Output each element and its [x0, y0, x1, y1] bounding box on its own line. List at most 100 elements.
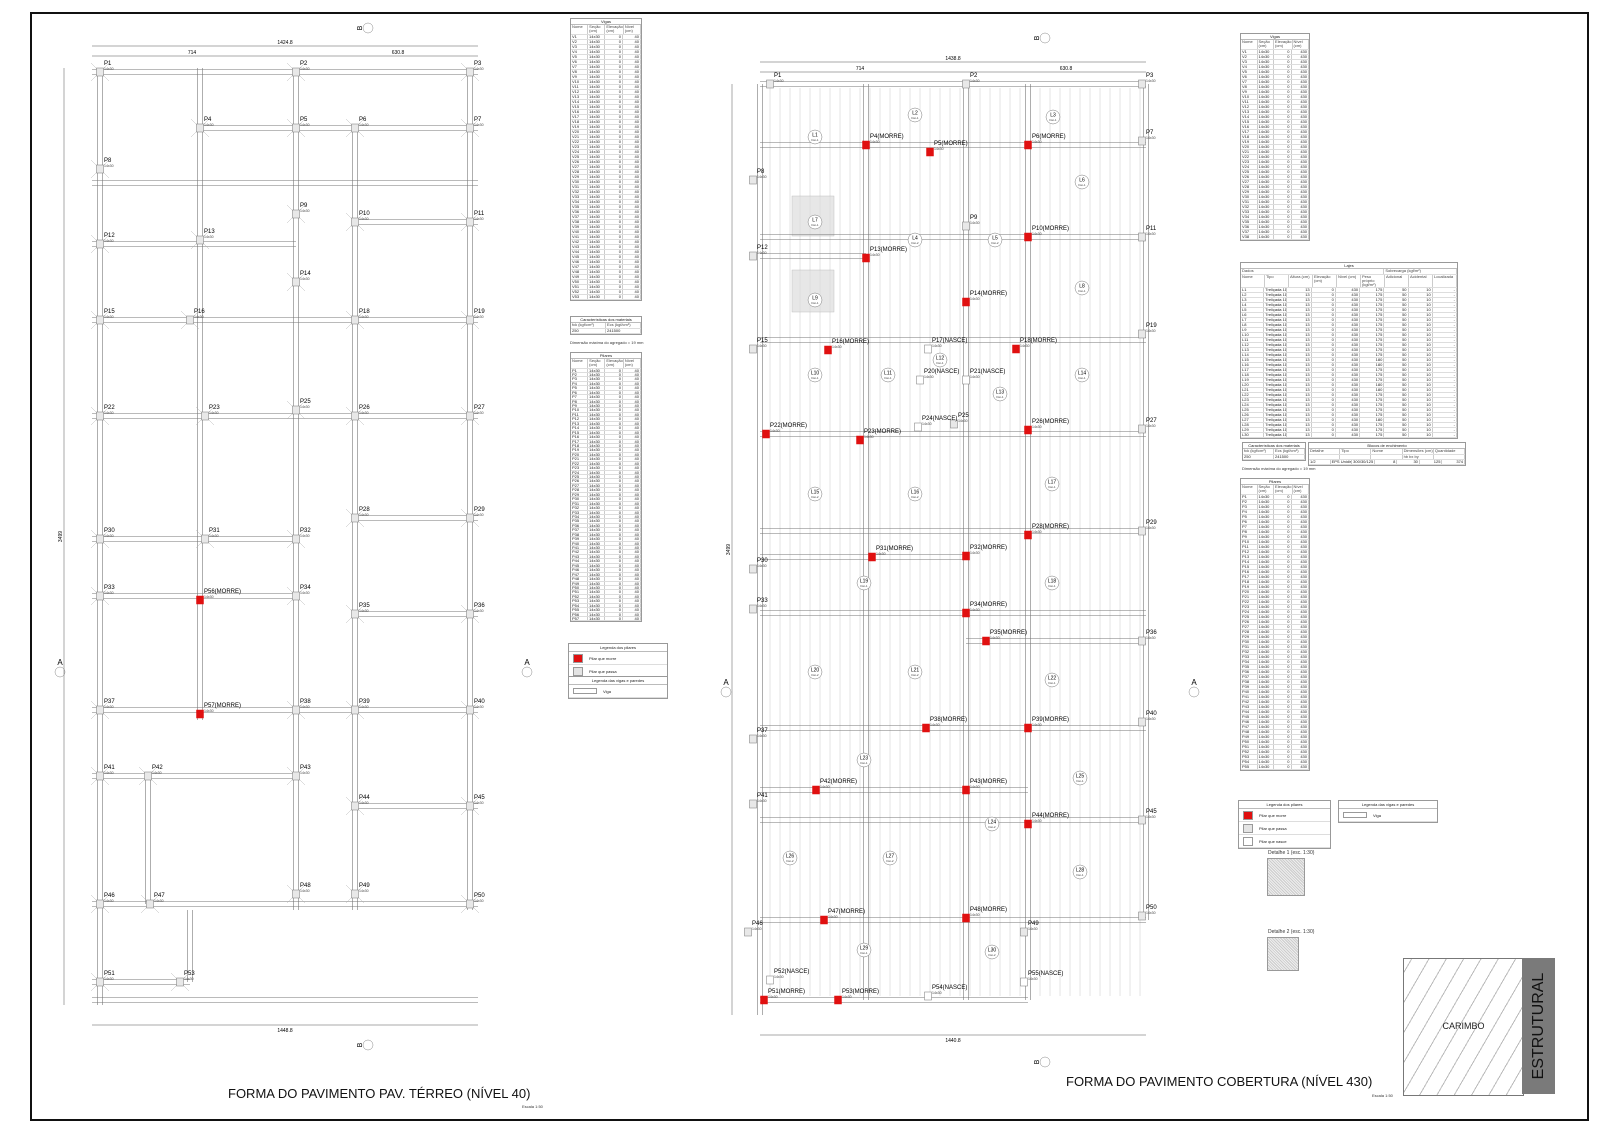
table-cell: 14x30 [588, 510, 605, 514]
slab-tag: Dei-1 [1078, 376, 1086, 380]
pillar-label: P40 [1146, 711, 1157, 717]
pillar-section: 14x30 [774, 975, 784, 979]
table-cell: 14x30 [588, 594, 605, 599]
table-cell: 0 [605, 174, 623, 179]
pillar-shape [466, 123, 474, 133]
table-cell: 430 [1292, 614, 1309, 619]
slab-label: L4 [912, 236, 918, 242]
pillar-shape [292, 889, 300, 899]
table-cell: 0 [1274, 199, 1292, 204]
pillar-section: 14x30 [752, 927, 762, 931]
slab-marker-icon [807, 367, 823, 383]
table-cell: P21 [1241, 594, 1258, 599]
legend-label: Pilar que nasce [1259, 838, 1287, 844]
table-cell: 14x30 [1258, 704, 1274, 709]
pillar-label: P44 [359, 795, 370, 801]
table-cell: 0 [1274, 504, 1292, 509]
pillar-section: 14x30 [757, 564, 767, 568]
table-cell: Treliçada 1D [1265, 393, 1288, 397]
pillar-section: 14x30 [184, 977, 194, 981]
table-cell: 40 [623, 528, 641, 532]
discipline-band: ESTRUTURAL [1522, 958, 1555, 1094]
table-cell: P45 [571, 563, 588, 568]
table-cell: - [1433, 308, 1457, 312]
table-cell: P51 [571, 590, 588, 594]
group-dados: Dados [1241, 269, 1385, 274]
table-cell: 0 [1274, 159, 1292, 164]
table-cell: 40 [623, 559, 641, 563]
table-cell: 430 [1292, 599, 1309, 604]
slab-tag: Dei-1 [811, 223, 819, 227]
table-cell: 0 [605, 34, 623, 39]
pillar-shape [96, 315, 104, 325]
slab-label: L13 [996, 390, 1005, 396]
pillar-shape [466, 801, 474, 811]
pillar-shape [466, 315, 474, 325]
table-cell: 14x30 [588, 289, 605, 294]
pillar-label: P57(MORRE) [204, 703, 241, 709]
table-cell: V27 [1241, 179, 1258, 184]
table-cell: 0 [1274, 634, 1292, 639]
pillar-label: P42(MORRE) [820, 779, 857, 785]
table-cell: 14x30 [588, 466, 605, 470]
table-cell: 40 [623, 39, 641, 44]
pillar-shape [292, 277, 300, 287]
pillar-shape [351, 217, 359, 227]
table-cell: 10 [1409, 393, 1433, 397]
table-cell: V41 [571, 234, 588, 239]
table-cell: Seção (cm) [588, 25, 606, 34]
table-cell: 14x30 [588, 294, 605, 299]
pillar-section: 14x30 [359, 123, 369, 127]
pillar-section: 14x30 [152, 771, 162, 775]
table-cell: 14x30 [588, 563, 605, 568]
table-cell: 50 [1384, 343, 1409, 347]
table-cell: 430 [1292, 749, 1309, 754]
pillar-shape [749, 734, 757, 744]
table-cell: - [1433, 408, 1457, 412]
table-cell: V24 [571, 149, 588, 154]
table-cell: V46 [571, 259, 588, 264]
table-cell: 14x30 [1258, 54, 1274, 59]
table-cell: 0 [1312, 288, 1336, 292]
table-cell: L24 [1241, 403, 1265, 407]
pillar-label: P24(NASCE) [922, 416, 957, 422]
table-cell: 14x30 [588, 249, 605, 254]
pillar-section: 14x30 [1032, 140, 1042, 144]
table-cell: V12 [1241, 104, 1258, 109]
table-cell: 0 [1312, 398, 1336, 402]
pillar-shape [96, 239, 104, 249]
table-cell: 40 [623, 368, 641, 372]
pillar-label: P38(MORRE) [930, 717, 967, 723]
table-cell: 430 [1292, 659, 1309, 664]
slab-marker-icon [1044, 672, 1060, 688]
pillar-section: 14x30 [104, 771, 114, 775]
pillar-section: 14x30 [1028, 977, 1038, 981]
table-cell: 14x30 [588, 461, 605, 466]
table-cell: 14x30 [588, 184, 605, 189]
table-cell: 40 [623, 430, 641, 435]
table-cell: 40 [623, 239, 641, 244]
table-cell: Treliçada 1D [1265, 328, 1288, 332]
table-cell: P29 [571, 492, 588, 497]
table-cell: 40 [623, 274, 641, 279]
table-cell: 10 [1409, 288, 1433, 292]
pillar-section: 14x30 [1146, 424, 1156, 428]
pillar-section: 14x30 [757, 734, 767, 738]
pillar-shape [351, 123, 359, 133]
slab-marker-icon [907, 486, 923, 502]
table-cell: 14x30 [1258, 69, 1274, 74]
table-cell: 175 [1360, 308, 1385, 312]
slab-label: L9 [812, 296, 818, 302]
